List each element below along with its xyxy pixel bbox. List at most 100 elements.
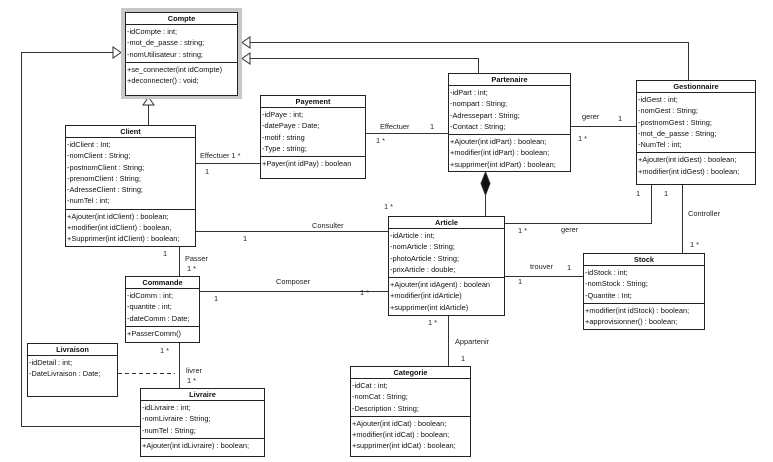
attribute: -idStock : int; [585, 268, 628, 277]
attribute: -idCat : int; [352, 381, 388, 390]
generalization-partenaire-compte [250, 58, 479, 73]
relationship-label: 1 [163, 249, 168, 258]
relationship-label: 1 * [578, 134, 588, 143]
class-livraison[interactable]: Livraison -idDetail : int; -DateLivraison … [27, 343, 118, 397]
attribute: -idPart : int; [450, 88, 488, 97]
method: +Supprimer(int idClient) : boolean; [67, 234, 180, 244]
class-payement[interactable]: Payement-idPaye : int;-datePaye : Date;-… [260, 95, 366, 179]
method: +Payer(int idPay) : boolean [262, 159, 352, 169]
class-gestionnaire[interactable]: Gestionnaire-idGest : int;-nomGest : Str… [636, 80, 756, 185]
relationship-label: 1 * [384, 202, 394, 211]
relationship-label: Appartenir [455, 337, 490, 346]
attribute: -nompart : String; [450, 99, 508, 109]
class-categorie[interactable]: Categorie -idCat : int; -nomCat : String;-… [350, 366, 471, 457]
class-name: Categorie [351, 367, 470, 379]
attributes-section: -idArticle : int;-nomArticle : String;-p… [389, 229, 504, 279]
relationship-label: 1 * [690, 240, 700, 249]
class-client[interactable]: Client -idClient : Int; -nomClient : Strin… [65, 125, 196, 247]
attribute: -idClient : Int; [67, 140, 111, 149]
relationship-label: 1 [636, 189, 641, 198]
class-name: Client [66, 126, 195, 138]
attribute: -DateLivraison : Date; [29, 369, 101, 379]
inheritance-arrow-icon [241, 52, 251, 65]
composition-diamond-icon [480, 170, 491, 197]
methods-section: +PasserComm() [126, 327, 199, 341]
relationship-label: 1 [430, 122, 435, 131]
method: +Ajouter(int idCat) : boolean; [352, 418, 447, 428]
method: +modifier(int idStock) : boolean; [585, 305, 690, 315]
relationship-label: 1 * [518, 226, 528, 235]
method: +PasserComm() [127, 328, 182, 338]
methods-section: +se_connecter(int idCompte)+deconnecter(… [126, 63, 237, 89]
class-name: Commande [126, 277, 199, 289]
attribute: -Quantite : Int; [585, 290, 632, 300]
class-article[interactable]: Article-idArticle : int;-nomArticle : St… [388, 216, 505, 316]
attribute: -NumTel : int; [638, 140, 682, 150]
relationship-label: 1 [518, 277, 523, 286]
attribute: -prixArticle : double; [390, 264, 456, 274]
attributes-section: -idLivraire : int;-nomLivraire : String;… [141, 401, 264, 439]
class-partenaire[interactable]: Partenaire -idPart : int; -nompart : Strin… [448, 73, 571, 172]
attributes-section: -idCompte : int;-mot_de_passe : string;-… [126, 25, 237, 63]
method: +se_connecter(int idCompte) [127, 64, 223, 74]
relationship-label: Passer [185, 254, 209, 263]
class-stock[interactable]: Stock-idStock : int;-nomStock : String;-… [583, 253, 705, 330]
relationship-label: 1 * [160, 346, 170, 355]
attributes-section: -idClient : Int;-nomClient : String;-pos… [66, 138, 195, 210]
attribute: -AdresseClient : String; [67, 185, 143, 195]
relationship-label: 1 [205, 167, 210, 176]
attribute: -Type : string; [262, 143, 307, 153]
class-commande[interactable]: Commande -idComm : int; -quantite : int;-d… [125, 276, 200, 343]
relationship-label: Controller [688, 209, 721, 218]
relationship-label: 1 * [360, 288, 370, 297]
method: +supprimer(int idCat) : boolean; [352, 441, 456, 451]
attribute: -nomUtilisateur : string; [127, 49, 203, 59]
class-name: Article [389, 217, 504, 229]
attribute: -nomCat : String; [352, 392, 408, 402]
inheritance-arrow-icon [112, 46, 122, 59]
attribute: -idDetail : int; [29, 358, 73, 367]
class-name: Compte [126, 13, 237, 25]
attribute: -nomClient : String; [67, 151, 131, 161]
class-name: Livraire [141, 389, 264, 401]
relationship-label: 1 [243, 234, 248, 243]
method: +supprimer(int idPart) : boolean; [450, 159, 556, 169]
attribute: -dateComm : Date; [127, 313, 190, 323]
class-name: Gestionnaire [637, 81, 755, 93]
methods-section: +Ajouter(int idCat) : boolean;+modifier(… [351, 417, 470, 454]
class-name: Partenaire [449, 74, 570, 86]
attribute: -Description : String; [352, 403, 419, 413]
class-compte[interactable]: Compte-idCompte : int;-mot_de_passe : st… [125, 12, 238, 96]
relationship-label: Composer [276, 277, 311, 286]
relationship-label: gerer [582, 112, 600, 121]
method: +modifier(int idArticle) [390, 291, 462, 301]
attribute: -prenomClient : String; [67, 173, 141, 183]
attribute: -idComm : int; [127, 291, 173, 300]
attribute: -postnomGest : String; [638, 117, 712, 127]
method: +supprimer(int idArticle) [390, 302, 469, 312]
attributes-section: -idPart : int;-nompart : String;-Adresse… [449, 86, 570, 136]
class-name: Livraison [28, 344, 117, 356]
attributes-section: -idComm : int; -quantite : int;-dateComm … [126, 289, 199, 327]
class-livraire[interactable]: Livraire-idLivraire : int;-nomLivraire :… [140, 388, 265, 457]
method: +Ajouter(int idLivraire) : boolean; [142, 440, 250, 450]
attributes-section: -idCat : int; -nomCat : String;-Descripti… [351, 379, 470, 417]
relationship-label: 1 [567, 263, 572, 272]
methods-section: +Ajouter(int idAgent) : boolean+modifier… [389, 278, 504, 315]
class-name: Payement [261, 96, 365, 108]
relationship-label: livrer [186, 366, 203, 375]
relationship-label: 1 * [187, 376, 197, 385]
attribute: -mot_de_passe : String; [638, 128, 717, 138]
attribute: -Contact : String; [450, 121, 506, 131]
method: +modifier(int idClient) : boolean, [67, 223, 172, 233]
attribute: -numTel : String; [142, 425, 196, 435]
attributes-section: -idGest : int;-nomGest : String;-postnom… [637, 93, 755, 154]
methods-section: +Ajouter(int idPart) : boolean;+modifier… [449, 135, 570, 172]
attribute: -motif : string [262, 132, 305, 142]
attribute: -quantite : int; [127, 302, 172, 312]
relationship-label: 1 [618, 114, 623, 123]
method: +approvisionner() : boolean; [585, 317, 678, 327]
relationship-label: 1 * [376, 136, 386, 145]
methods-section: +Ajouter(int idLivraire) : boolean; [141, 439, 264, 453]
